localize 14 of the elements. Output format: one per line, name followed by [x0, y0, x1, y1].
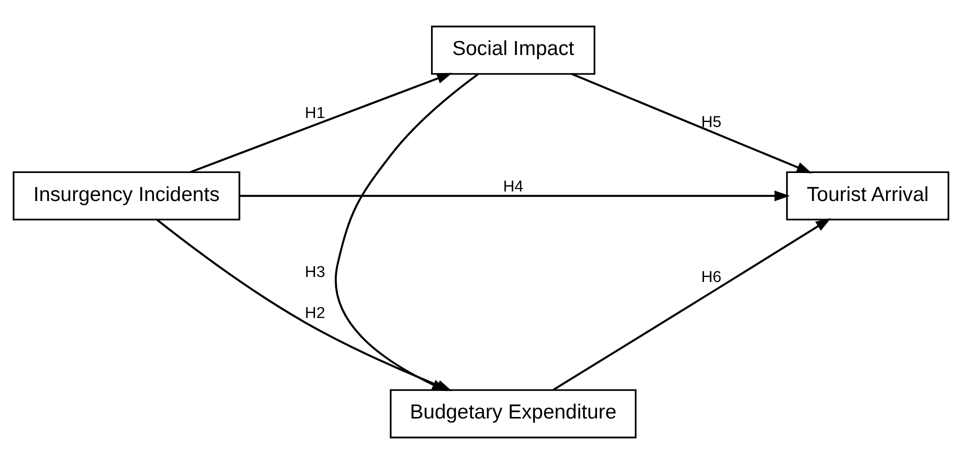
node-box: Social Impact [430, 26, 595, 75]
edge-label: H6 [700, 268, 721, 286]
node-box: Tourist Arrival [786, 171, 949, 220]
edge-label: H3 [304, 264, 325, 281]
node-box: Budgetary Expenditure [389, 389, 636, 438]
edge-label: H2 [304, 305, 325, 322]
edge-label: H4 [502, 178, 523, 196]
edge-label: H1 [304, 105, 325, 122]
arrow [189, 72, 452, 174]
arrow [570, 73, 812, 174]
node-box: Insurgency Incidents [12, 171, 240, 220]
arrow [238, 190, 790, 202]
arrow [552, 218, 831, 391]
edge-label: H5 [700, 114, 721, 132]
